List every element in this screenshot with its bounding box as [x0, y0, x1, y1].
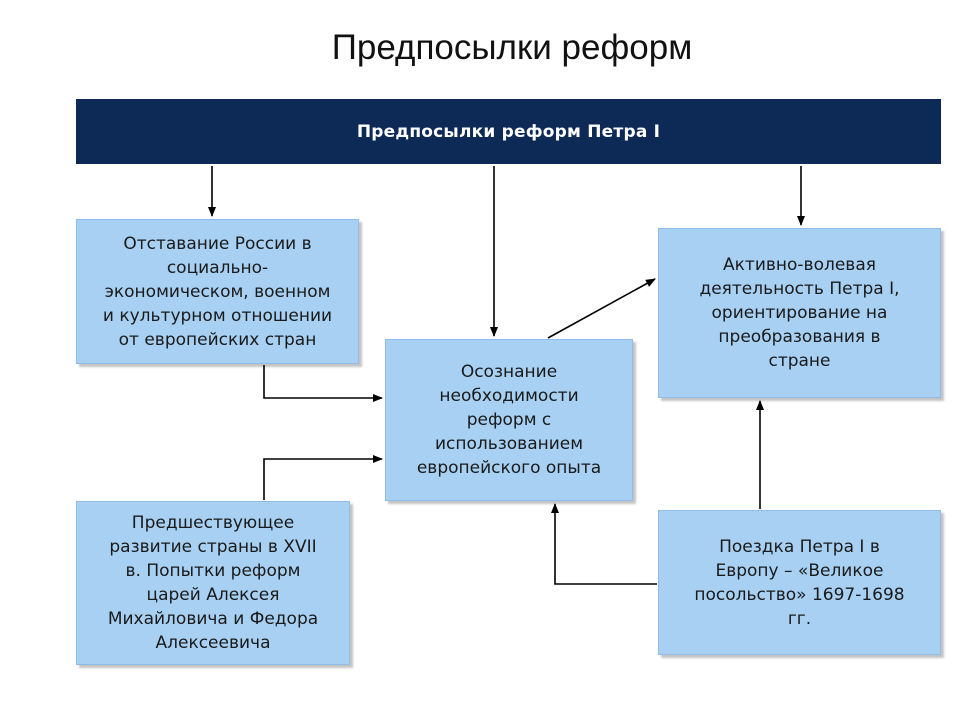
box-awareness-of-reforms: Осознание необходимости реформ с использ…	[385, 339, 633, 501]
header-bar: Предпосылки реформ Петра I	[76, 99, 941, 164]
box-previous-development: Предшествующее развитие страны в XVII в.…	[76, 501, 350, 665]
arrow-previous-to-awareness	[263, 455, 383, 500]
header-label: Предпосылки реформ Петра I	[356, 121, 661, 142]
arrow-embassy-to-awareness	[551, 503, 657, 585]
arrow-awareness-to-activity	[547, 278, 656, 339]
box-peter-activity: Активно-волевая деятельность Петра I, ор…	[658, 228, 941, 398]
box-lag-behind-europe: Отставание России в социально- экономиче…	[76, 219, 359, 364]
slide-title: Предпосылки реформ	[331, 28, 693, 67]
arrow-lag-to-awareness	[263, 365, 383, 402]
box-grand-embassy: Поездка Петра I в Европу – «Великое посо…	[658, 510, 941, 655]
